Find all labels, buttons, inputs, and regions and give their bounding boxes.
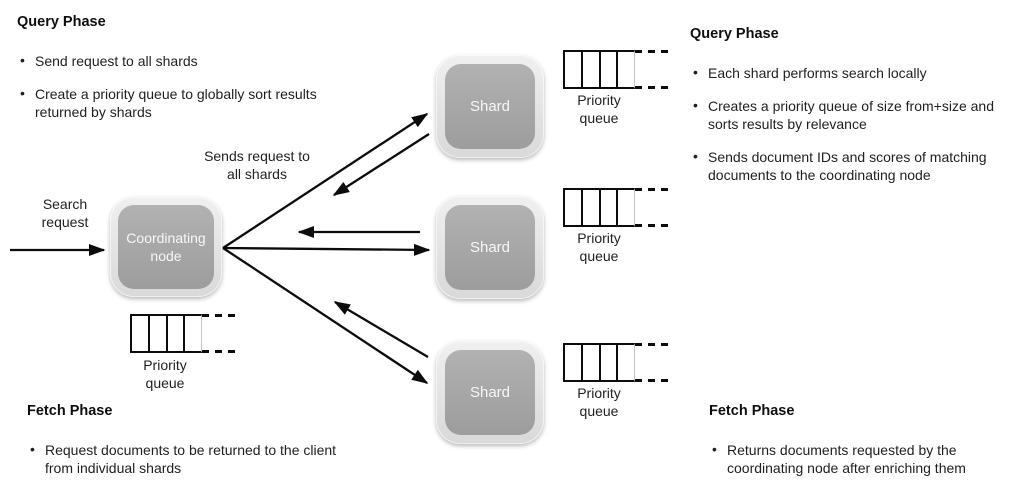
shard-node-bottom: Shard <box>436 341 544 444</box>
queue-cell <box>185 316 201 351</box>
coordinating-node-label: Coordinating node <box>118 205 214 289</box>
priority-queue-label: Priority queue <box>577 230 621 264</box>
priority-queue-label: Priority queue <box>577 92 621 126</box>
queue-cell <box>565 190 583 225</box>
queue-dashed-extension <box>635 188 669 227</box>
shard-node-middle: Shard <box>436 196 544 299</box>
priority-queue-icon <box>130 314 202 353</box>
fetch-phase-left-title: Fetch Phase <box>27 403 113 419</box>
fetch-phase-left-list: Request documents to be returned to the … <box>27 440 357 477</box>
query-phase-right-list: Each shard performs search locally Creat… <box>690 63 1010 184</box>
queue-cell <box>565 345 583 380</box>
queue-cell <box>618 52 634 87</box>
sends-request-label: Sends request to all shards <box>204 148 310 182</box>
priority-queue-icon <box>563 188 635 227</box>
list-item: Returns documents requested by the coord… <box>709 440 979 477</box>
query-phase-right-title: Query Phase <box>690 26 779 42</box>
list-item: Create a priority queue to globally sort… <box>17 84 317 121</box>
list-item: Sends document IDs and scores of matchin… <box>690 147 1010 184</box>
list-item: Send request to all shards <box>17 51 317 70</box>
return-arrow-bottom <box>333 301 429 358</box>
coordinating-node: Coordinating node <box>110 197 222 297</box>
fetch-phase-right-list: Returns documents requested by the coord… <box>709 440 979 477</box>
shard-node-label: Shard <box>445 205 535 290</box>
queue-dashed-extension <box>635 343 669 382</box>
shard-node-top: Shard <box>436 55 544 158</box>
query-phase-left-title: Query Phase <box>17 14 106 30</box>
fetch-phase-right-panel: Fetch Phase Returns documents requested … <box>709 402 979 490</box>
shard-node-label: Shard <box>445 350 535 435</box>
fetch-phase-right-title: Fetch Phase <box>709 403 795 419</box>
queue-cell <box>618 190 634 225</box>
priority-queue-label: Priority queue <box>577 385 621 419</box>
list-item: Creates a priority queue of size from+si… <box>690 96 1010 133</box>
queue-cell <box>601 345 619 380</box>
priority-queue-label: Priority queue <box>143 357 187 391</box>
shard-node-label: Shard <box>445 64 535 149</box>
queue-cell <box>601 190 619 225</box>
queue-cell <box>583 345 601 380</box>
queue-cell <box>583 190 601 225</box>
queue-cell <box>565 52 583 87</box>
fan-arrow-bottom <box>222 247 429 384</box>
list-item: Each shard performs search locally <box>690 63 1010 82</box>
queue-cell <box>583 52 601 87</box>
queue-dashed-extension <box>635 50 669 89</box>
return-arrow-top <box>332 133 430 196</box>
priority-queue-icon <box>563 50 635 89</box>
query-phase-left-panel: Query Phase Send request to all shards C… <box>17 13 317 136</box>
queue-cell <box>132 316 150 351</box>
fan-arrow-middle <box>222 243 431 256</box>
priority-queue-icon <box>563 343 635 382</box>
query-phase-left-list: Send request to all shards Create a prio… <box>17 51 317 121</box>
queue-cell <box>150 316 168 351</box>
queue-cell <box>168 316 186 351</box>
list-item: Request documents to be returned to the … <box>27 440 357 477</box>
queue-cell <box>618 345 634 380</box>
queue-cell <box>601 52 619 87</box>
queue-dashed-extension <box>202 314 236 353</box>
query-phase-right-panel: Query Phase Each shard performs search l… <box>690 25 1010 199</box>
search-request-label: Search request <box>41 196 89 230</box>
fetch-phase-left-panel: Fetch Phase Request documents to be retu… <box>27 402 357 490</box>
